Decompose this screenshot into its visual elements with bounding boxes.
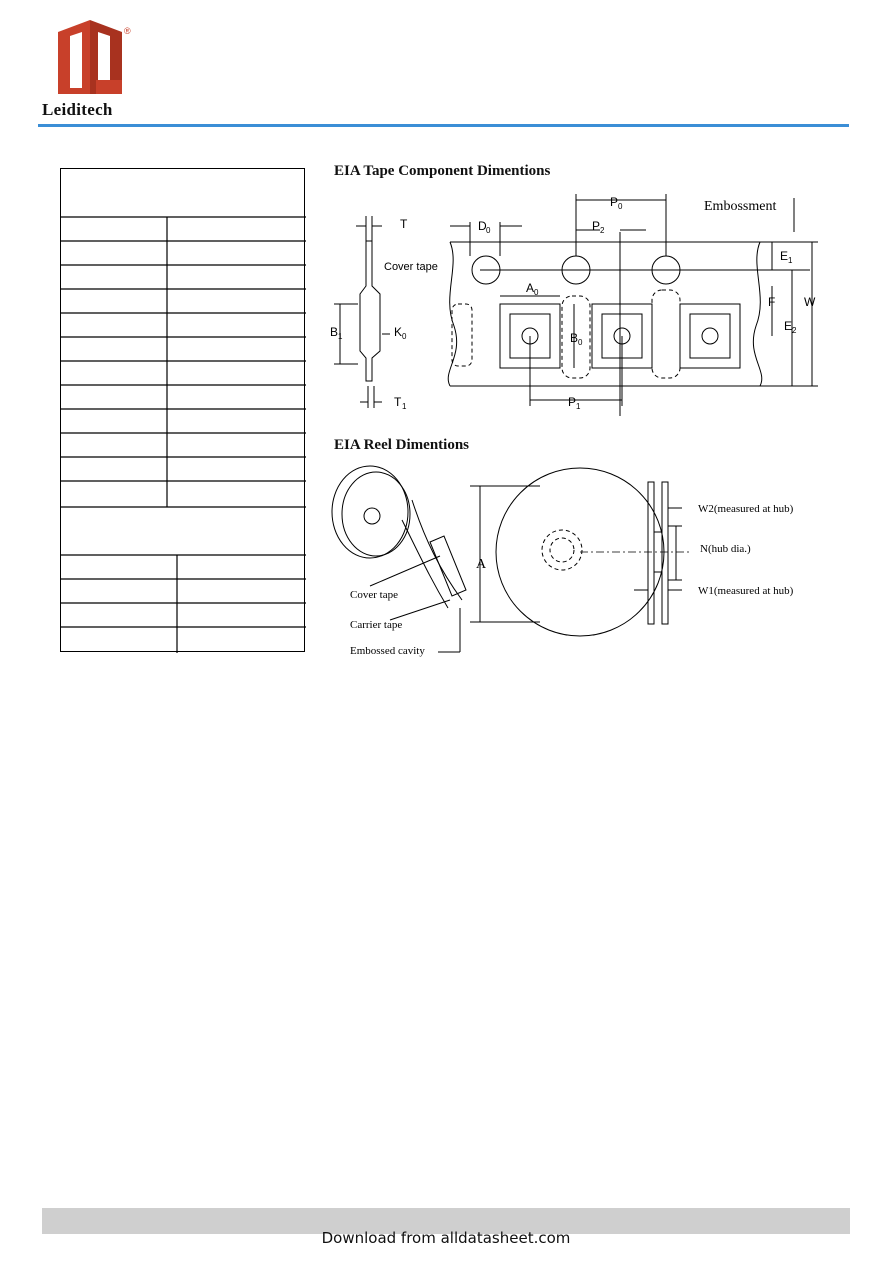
logo: ®	[38, 14, 138, 124]
tape-section-title: EIA Tape Component Dimentions	[334, 163, 551, 179]
label-P2: P	[592, 219, 600, 233]
label-P2-sub: 2	[600, 226, 605, 235]
label-cover-tape-reel: Cover tape	[350, 589, 398, 601]
reel-diagram: A W2(measured at hub) N(hub dia.) W1(mea…	[330, 460, 830, 660]
label-D0-sub: 0	[486, 226, 491, 235]
label-E1-sub: 1	[788, 256, 793, 265]
label-K0: K	[394, 325, 402, 339]
label-W: W	[804, 295, 816, 309]
label-embossment: Embossment	[704, 199, 776, 214]
spec-table-grid	[61, 216, 306, 653]
label-A0: A	[526, 281, 534, 295]
label-P0-sub: 0	[618, 202, 623, 211]
label-carrier-tape: Carrier tape	[350, 619, 402, 631]
label-P1-sub: 1	[576, 402, 581, 411]
label-D0: D	[478, 219, 487, 233]
label-cover-tape: Cover tape	[384, 261, 438, 273]
label-K0-sub: 0	[402, 332, 407, 341]
footer-bar	[42, 1208, 850, 1234]
label-N: N(hub dia.)	[700, 543, 751, 555]
tape-diagram: T D 0 P 0 P 2 Embossment E 1 Cover tape …	[330, 186, 830, 416]
label-E2-sub: 2	[792, 326, 797, 335]
leiditech-logo-icon: ®	[58, 20, 131, 94]
label-W2: W2(measured at hub)	[698, 503, 794, 515]
reel-section-title: EIA Reel Dimentions	[334, 437, 469, 453]
label-E2: E	[784, 319, 792, 333]
label-B1: B	[330, 325, 338, 339]
label-T1-sub: 1	[402, 402, 407, 411]
label-B0-sub: 0	[578, 338, 583, 347]
label-A: A	[476, 557, 487, 572]
brand-name: Leiditech	[42, 100, 113, 119]
label-W1: W1(measured at hub)	[698, 585, 794, 597]
label-B1-sub: 1	[338, 332, 343, 341]
label-A0-sub: 0	[534, 288, 539, 297]
label-embossed-cavity: Embossed cavity	[350, 645, 425, 657]
label-P1: P	[568, 395, 576, 409]
spec-table	[60, 168, 306, 653]
label-B0: B	[570, 331, 578, 345]
label-T: T	[400, 217, 408, 231]
label-P0: P	[610, 195, 618, 209]
label-T1: T	[394, 395, 402, 409]
header-rule	[38, 124, 849, 127]
label-E1: E	[780, 249, 788, 263]
label-F: F	[768, 295, 775, 309]
download-link[interactable]: Download from alldatasheet.com	[321, 1229, 571, 1247]
registered-mark: ®	[124, 26, 131, 36]
